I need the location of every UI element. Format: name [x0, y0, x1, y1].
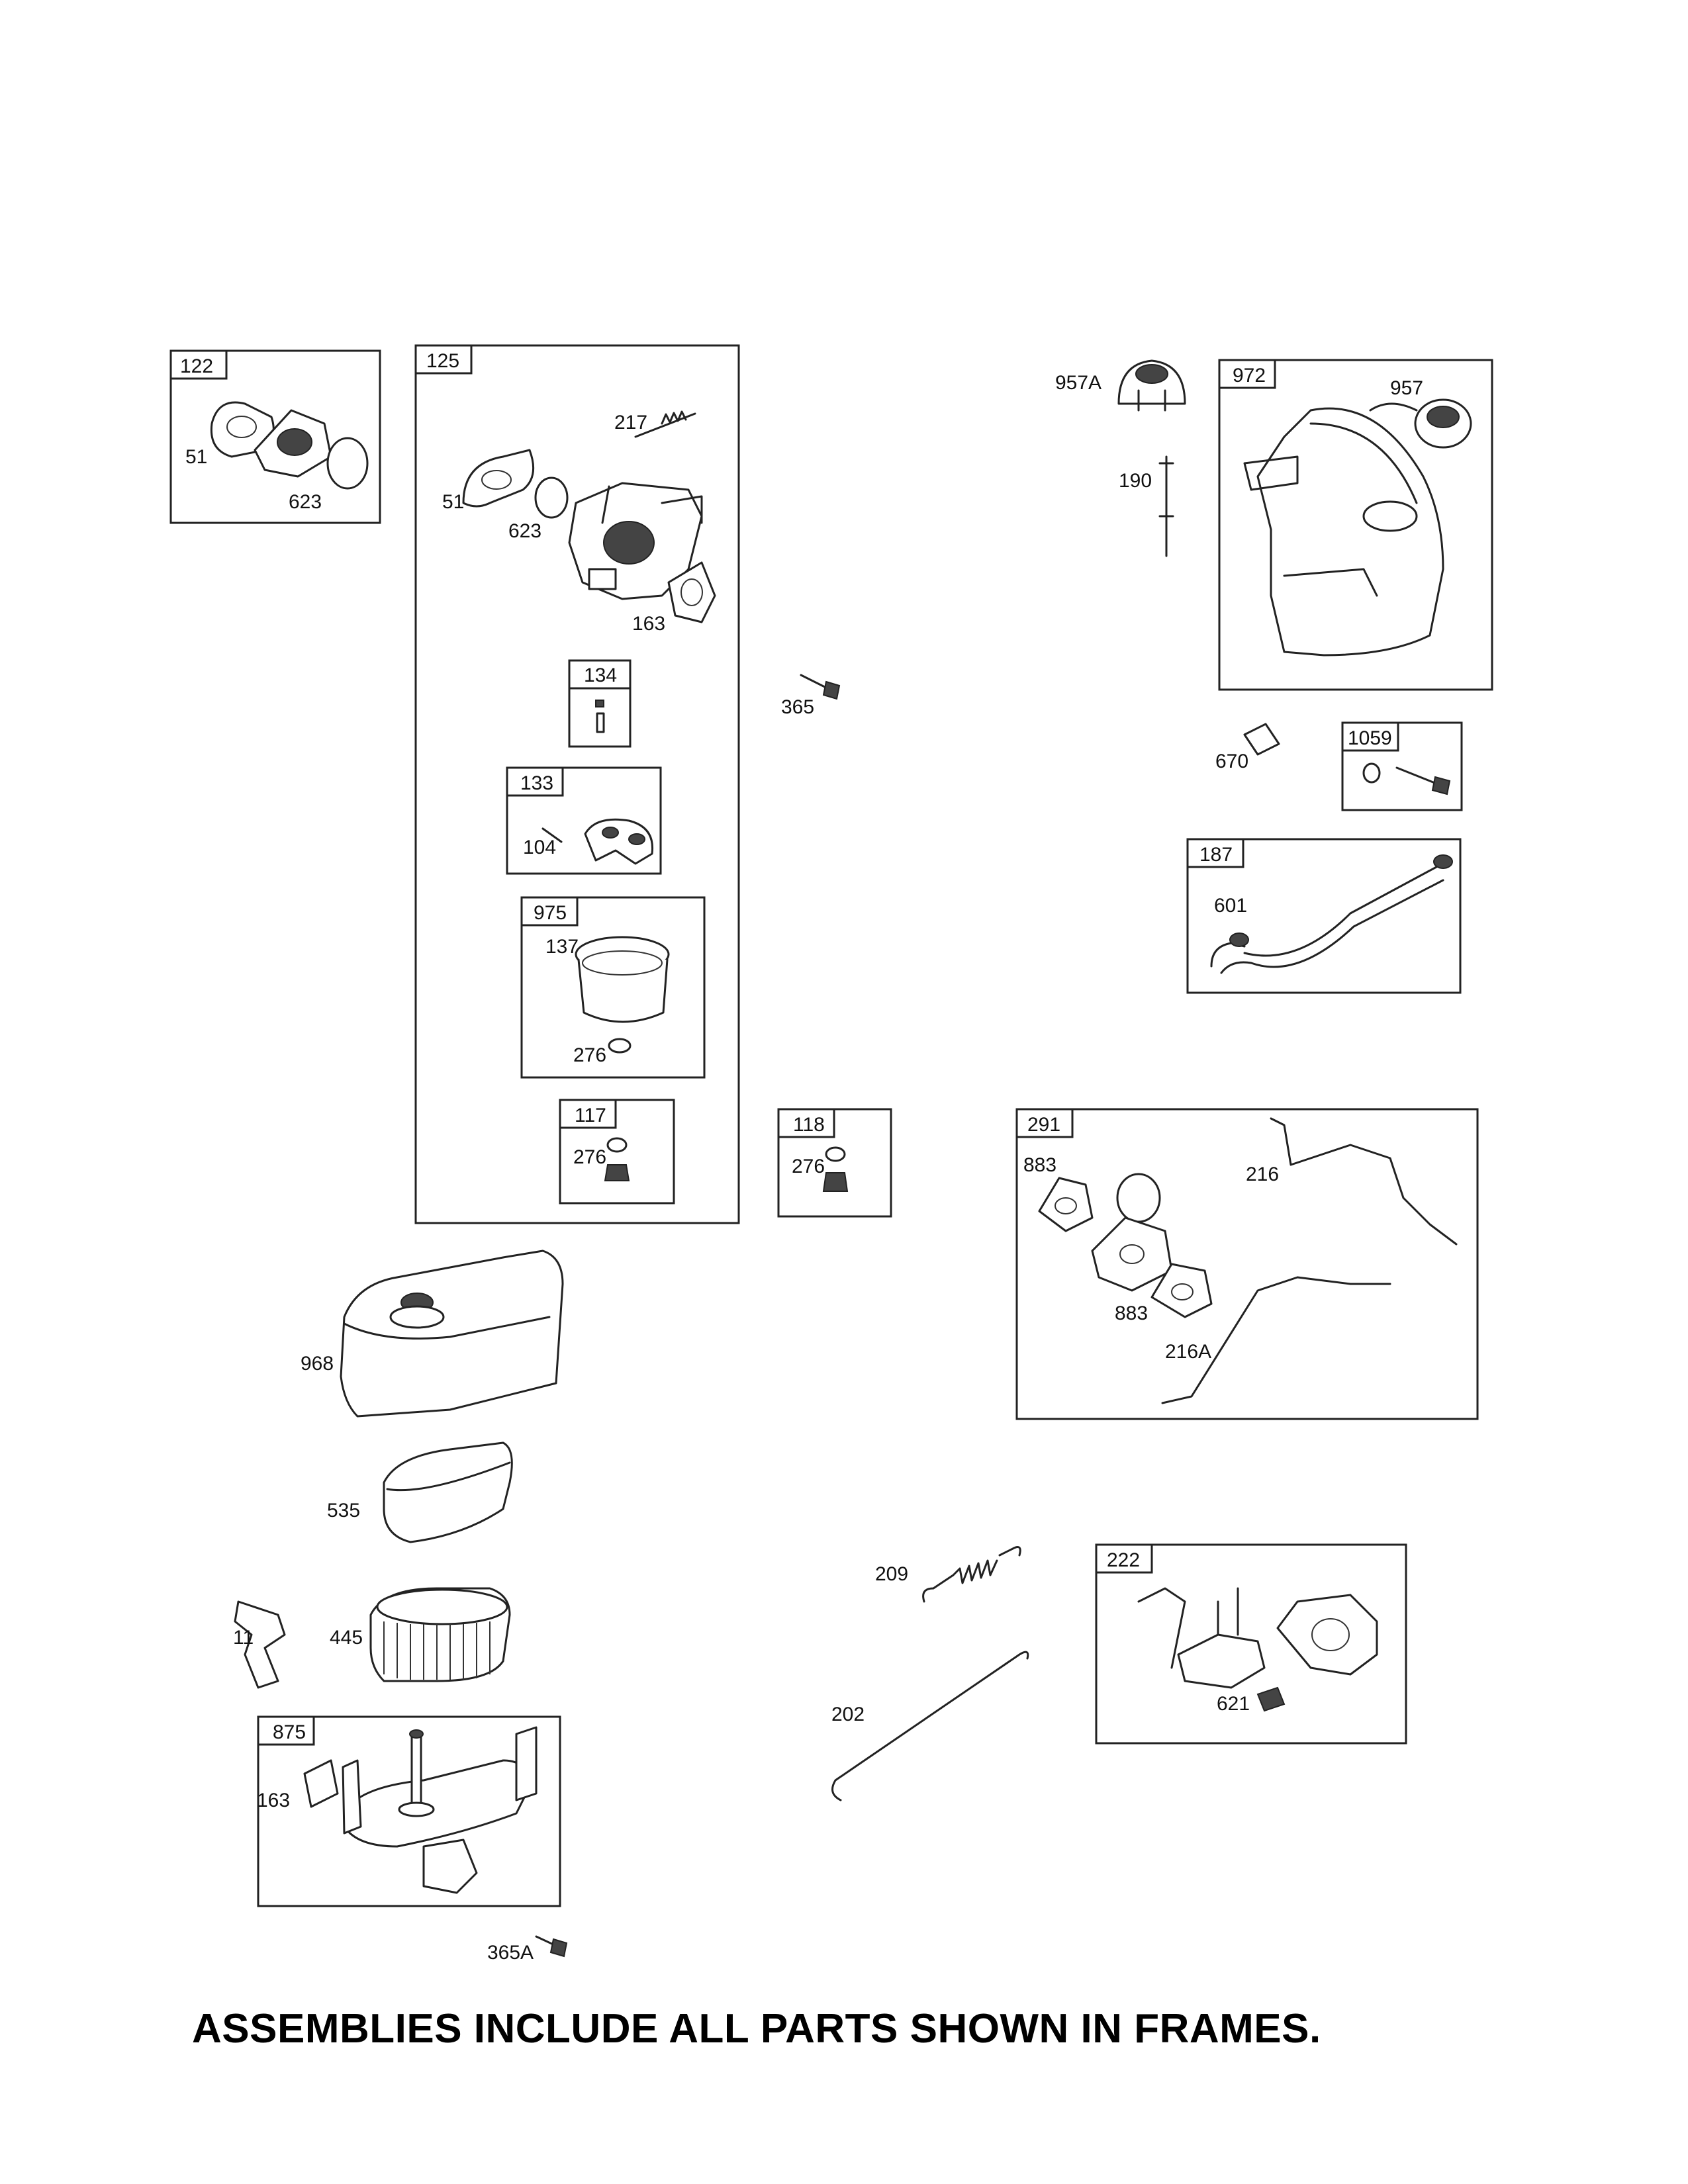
- part-label: 163: [632, 613, 665, 635]
- frame-133[interactable]: 133 104: [506, 766, 662, 875]
- part-label: 276: [573, 1044, 606, 1066]
- bolt-365A: 365A: [487, 1935, 568, 1964]
- frame-972[interactable]: 972 957: [1218, 359, 1493, 691]
- part-label: 216: [1246, 1163, 1279, 1185]
- frame-label-133: 133: [520, 772, 553, 794]
- fuel-cap-957: [1369, 398, 1472, 449]
- frame-222[interactable]: 222 621: [1095, 1543, 1407, 1745]
- frame-134[interactable]: 134: [568, 659, 632, 748]
- frame-label-222: 222: [1107, 1549, 1140, 1571]
- frame-122[interactable]: 122 51 623: [169, 349, 381, 524]
- tube-190: 190: [1119, 455, 1174, 557]
- part-label: 217: [614, 412, 647, 433]
- part-label: 202: [831, 1704, 865, 1725]
- governor-part: [1091, 1173, 1173, 1292]
- part-label: 445: [330, 1627, 363, 1649]
- frame-125[interactable]: 125 217 51 623 163 134 1: [414, 344, 740, 1224]
- part-label: 957A: [1055, 372, 1102, 394]
- air-filter-445: 445: [330, 1587, 511, 1682]
- part-label: 276: [792, 1156, 825, 1177]
- part-label: 163: [257, 1790, 290, 1811]
- washer-276: [608, 1038, 632, 1054]
- bowl-nut: [604, 1164, 630, 1181]
- part-label: 104: [523, 837, 556, 858]
- spring-217: [634, 410, 696, 438]
- frame-label-134: 134: [584, 664, 617, 686]
- part-label: 216A: [1165, 1341, 1211, 1363]
- part-label: 51: [185, 446, 207, 468]
- clip-621: [1256, 1686, 1286, 1712]
- spring-209: 209: [875, 1546, 1021, 1603]
- o-ring-623b: [534, 477, 569, 519]
- part-label: 535: [327, 1500, 360, 1522]
- part-label: 365: [781, 696, 814, 718]
- gasket-163: [667, 561, 716, 623]
- fuel-tank: [1243, 407, 1444, 657]
- frame-187[interactable]: 187 601: [1186, 838, 1462, 994]
- float-part: [584, 818, 654, 865]
- air-cleaner-cover-968: 968: [301, 1250, 564, 1418]
- part-label: 621: [1217, 1693, 1250, 1715]
- part-label: 190: [1119, 470, 1152, 492]
- part-label: 209: [875, 1563, 908, 1585]
- rod-216A: [1161, 1276, 1391, 1404]
- frame-1059[interactable]: 1059: [1341, 721, 1463, 811]
- part-label: 137: [545, 936, 579, 958]
- gasket-883b: [1150, 1263, 1213, 1318]
- part-label: 601: [1214, 895, 1247, 917]
- gasket-51b: [462, 449, 535, 508]
- frame-label-291: 291: [1027, 1114, 1060, 1136]
- frame-label-117: 117: [575, 1105, 606, 1126]
- pin-104: [541, 827, 563, 843]
- part-label: 51: [442, 491, 464, 513]
- frame-118[interactable]: 118 276: [777, 1108, 892, 1218]
- part-label: 276: [573, 1146, 606, 1168]
- part-label: 957: [1390, 377, 1423, 399]
- frame-label-125: 125: [426, 350, 459, 372]
- part-label: 883: [1023, 1154, 1056, 1176]
- part-label: 365A: [487, 1942, 534, 1964]
- control-bracket: [1137, 1587, 1378, 1689]
- frame-117[interactable]: 117 276: [559, 1099, 675, 1205]
- part-label: 670: [1215, 751, 1248, 772]
- frame-975[interactable]: 975 137 276: [520, 896, 706, 1079]
- frame-label-187: 187: [1199, 844, 1233, 866]
- frame-label-972: 972: [1233, 365, 1266, 387]
- frame-291[interactable]: 291 883 883 216 216A: [1015, 1108, 1479, 1420]
- bushing-670: 670: [1215, 723, 1280, 772]
- o-ring-623: [326, 437, 369, 490]
- link-rod-202: 202: [831, 1651, 1029, 1801]
- footer-note: ASSEMBLIES INCLUDE ALL PARTS SHOWN IN FR…: [192, 2006, 1321, 2052]
- gasket-163b: [303, 1759, 339, 1808]
- frame-875[interactable]: 875 163: [257, 1715, 561, 1907]
- frame-label-118: 118: [793, 1114, 825, 1136]
- air-cleaner-base: [342, 1726, 538, 1894]
- frame-label-1059: 1059: [1348, 727, 1392, 749]
- frame-label-975: 975: [534, 902, 567, 924]
- part-label: 11: [233, 1627, 254, 1649]
- part-label: 623: [508, 520, 541, 542]
- part-label: 623: [289, 491, 322, 513]
- part-label: 968: [301, 1353, 334, 1375]
- breather-tube-11: 11: [233, 1600, 286, 1689]
- rod-216: [1270, 1117, 1458, 1246]
- fuel-line-601: [1210, 866, 1438, 968]
- frame-label-122: 122: [180, 355, 213, 377]
- pre-cleaner-535: 535: [327, 1441, 513, 1543]
- float-bowl-137: [575, 936, 670, 1023]
- gasket-883a: [1038, 1177, 1094, 1232]
- part-label: 883: [1115, 1302, 1148, 1324]
- frame-label-875: 875: [273, 1721, 306, 1743]
- bolt-365: 365: [781, 674, 841, 718]
- fuel-cap-957A: 957A: [1055, 359, 1186, 412]
